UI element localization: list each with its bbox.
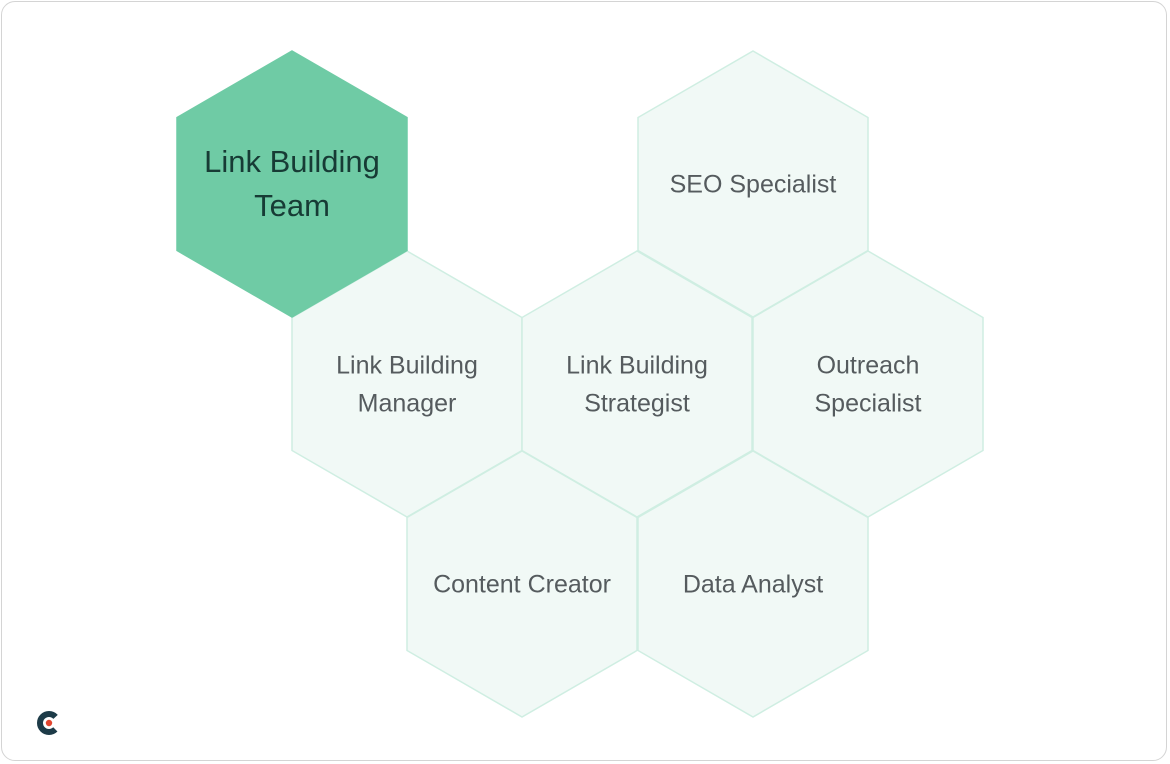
- hex-label-content-creator-line-1: Content Creator: [433, 571, 611, 599]
- hexagon-shape: [406, 450, 638, 718]
- hex-label-outreach-specialist-line-2: Specialist: [815, 390, 922, 418]
- brand-c-logo-icon: [37, 711, 61, 735]
- hex-label-seo-specialist-line-1: SEO Specialist: [670, 171, 837, 199]
- hex-label-link-building-strategist-line-2: Strategist: [584, 390, 690, 418]
- hexagon-shape: [176, 50, 408, 318]
- hexagon-shape: [637, 450, 869, 718]
- hex-label-data-analyst-line-1: Data Analyst: [683, 571, 823, 599]
- hex-label-link-building-team-line-2: Team: [254, 188, 330, 223]
- hex-node-seo-specialist: SEO Specialist: [637, 50, 869, 318]
- hex-node-data-analyst: Data Analyst: [637, 450, 869, 718]
- hex-label-link-building-strategist-line-1: Link Building: [566, 352, 708, 380]
- hex-label-link-building-team-line-1: Link Building: [204, 144, 380, 179]
- hex-label-link-building-manager-line-1: Link Building: [336, 352, 478, 380]
- hex-node-content-creator: Content Creator: [406, 450, 638, 718]
- hex-label-link-building-manager-line-2: Manager: [358, 390, 457, 418]
- hex-label-outreach-specialist-line-1: Outreach: [817, 352, 920, 380]
